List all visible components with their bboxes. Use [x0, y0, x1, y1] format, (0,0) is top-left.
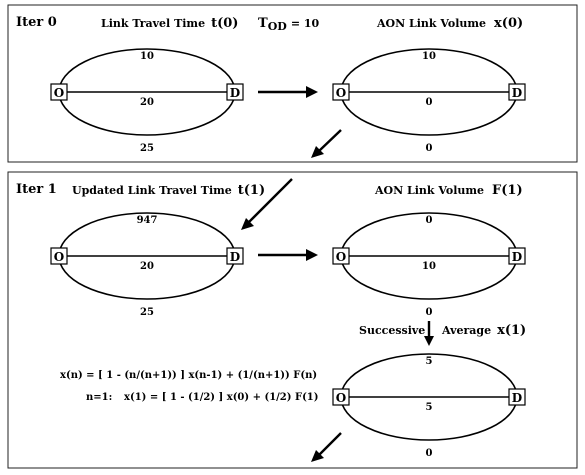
origin-node — [50, 83, 68, 101]
bottom-link-value: 0 — [426, 143, 433, 154]
middle-link-value: 5 — [426, 402, 433, 413]
destination-node-label: D — [230, 250, 240, 264]
bottom-link-value: 25 — [140, 143, 154, 154]
arrow-to-next-iteration — [311, 432, 342, 462]
iter1-travel-time-network: O D 947 20 25 — [50, 212, 244, 318]
arrow-msa-average — [424, 321, 434, 346]
iter0-panel — [7, 4, 578, 163]
top-link-value: 10 — [140, 51, 154, 62]
middle-link-value: 20 — [140, 261, 154, 272]
origin-node — [332, 83, 350, 101]
msa-n1-formula: x(1) = [ 1 - (1/2) ] x(0) + (1/2) F(1) — [124, 392, 319, 403]
origin-node — [332, 247, 350, 265]
iter0-label: Iter 0 — [16, 15, 57, 30]
destination-node — [226, 83, 244, 101]
iter1-averaged-volume-network: O D 5 5 0 — [332, 353, 526, 459]
bottom-link-value: 25 — [140, 307, 154, 318]
origin-node-label: O — [336, 391, 346, 405]
middle-link-value: 20 — [140, 97, 154, 108]
iter1-aon-volume-network: O D 0 10 0 — [332, 212, 526, 318]
top-link-value: 0 — [426, 215, 433, 226]
middle-link-value: 0 — [426, 97, 433, 108]
msa-n1-prefix: n=1: — [86, 392, 112, 403]
destination-node-label: D — [512, 391, 522, 405]
iter0-aon-volume-network: O D 10 0 0 — [332, 48, 526, 154]
bottom-link-value: 0 — [426, 448, 433, 459]
destination-node-label: D — [230, 86, 240, 100]
iter1-panel — [7, 171, 578, 469]
destination-node — [508, 83, 526, 101]
msa-general-formula: x(n) = [ 1 - (n/(n+1)) ] x(n-1) + (1/(n+… — [60, 370, 317, 381]
iter0-travel-time-network: O D 10 20 25 — [50, 48, 244, 154]
middle-link-value: 10 — [422, 261, 436, 272]
arrow-from-iter0 — [241, 178, 293, 230]
destination-node — [508, 388, 526, 406]
arrow-to-iter1-from-aon — [311, 129, 342, 158]
origin-node-label: O — [54, 250, 64, 264]
destination-node-label: D — [512, 250, 522, 264]
destination-node — [226, 247, 244, 265]
bottom-link-value: 0 — [426, 307, 433, 318]
arrow-assign-iter0 — [258, 86, 318, 98]
top-link-value: 5 — [426, 356, 433, 367]
arrow-assign-iter1 — [258, 249, 318, 261]
destination-node-label: D — [512, 86, 522, 100]
origin-node-label: O — [54, 86, 64, 100]
origin-node — [332, 388, 350, 406]
successive-label: Successive — [359, 324, 425, 337]
top-link-value: 947 — [137, 215, 158, 226]
origin-node-label: O — [336, 86, 346, 100]
top-link-value: 10 — [422, 51, 436, 62]
destination-node — [508, 247, 526, 265]
iter1-label: Iter 1 — [16, 182, 57, 197]
tod-demand-label: TOD= 10 — [258, 16, 320, 33]
origin-node-label: O — [336, 250, 346, 264]
origin-node — [50, 247, 68, 265]
